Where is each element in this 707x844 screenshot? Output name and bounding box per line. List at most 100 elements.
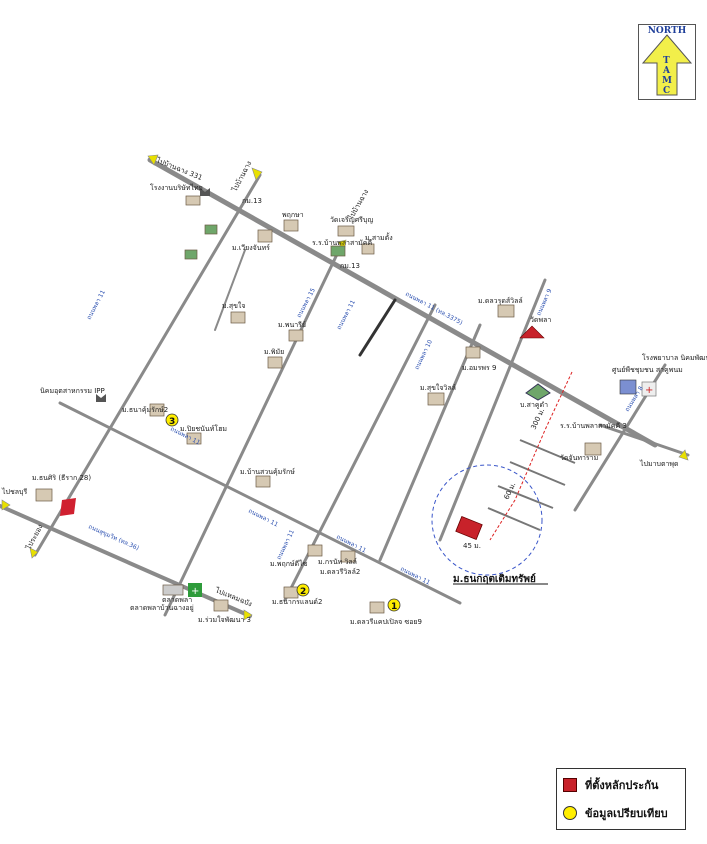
place-label: ม.ดลวรีแคปเปิลจ ซอย9 — [350, 618, 422, 626]
building-icon — [149, 403, 165, 417]
arrow-south-1 — [29, 547, 39, 559]
place-label: วัดจันทาราม — [560, 454, 598, 462]
place-label: ม.อมรพร 9 — [462, 364, 496, 372]
building-icon — [257, 229, 273, 243]
building-icon — [283, 586, 299, 599]
subject-dim-c: 300 ม. — [530, 407, 547, 431]
place-label: ตลาดพลา — [162, 596, 192, 604]
subject-plot — [455, 515, 483, 541]
subject-radius-circle — [431, 464, 543, 576]
building-icon — [427, 392, 445, 406]
road-label: ถนนพลา 11 — [276, 529, 297, 561]
arrow-east — [678, 449, 689, 461]
north-letter-a: A — [662, 66, 671, 76]
comparison-marker-1-label: 1 — [391, 602, 397, 612]
north-letter-t: T — [663, 56, 670, 66]
building-icon — [307, 544, 323, 557]
comparison-marker-1 — [387, 598, 401, 612]
legend-label-comparison: ข้อมูลเปรียบเทียบ — [585, 807, 668, 820]
arrow-north-2 — [251, 167, 263, 181]
north-letters: T A M C — [662, 56, 672, 96]
subject-route — [489, 371, 573, 541]
road-highway-north — [147, 157, 658, 448]
building-icon — [213, 599, 229, 612]
place-label: ม.ร่วมใจพัฒนา 3 — [198, 615, 251, 624]
place-label: ม.ธนากรแลนด์2 — [272, 598, 322, 606]
place-label: ศูนย์พืชชุมชน สาคูพนม — [612, 366, 683, 374]
factory-icon — [200, 188, 210, 196]
road-small-2 — [358, 298, 397, 357]
place-label: ม.กรนัท วิลล์ — [318, 558, 357, 566]
hospital-cross-icon: + — [645, 385, 653, 396]
legend-label-subject: ที่ตั้งหลักประกัน — [585, 779, 659, 792]
place-label: ม.ดลวรีวิลล์2 — [320, 568, 360, 576]
place-label: ม.สุขใจ — [222, 301, 245, 310]
place-label: ไปชลบุรี — [1, 487, 27, 496]
building-icon — [204, 224, 218, 235]
road-phla-9 — [438, 278, 547, 542]
building-icon — [497, 304, 515, 318]
place-label: ม.พิมัย — [264, 348, 284, 356]
soi-1 — [519, 439, 576, 464]
map-legend: ที่ตั้งหลักประกัน ข้อมูลเปรียบเทียบ — [556, 768, 686, 830]
school-icon — [619, 379, 637, 395]
legend-item-comparison: ข้อมูลเปรียบเทียบ — [563, 803, 668, 823]
soi-3 — [497, 485, 554, 509]
legend-item-subject: ที่ตั้งหลักประกัน — [563, 775, 658, 795]
building-icon — [185, 195, 201, 206]
road-right-east — [598, 423, 690, 457]
place-label: กม.13 — [340, 262, 360, 270]
place-label: วัดพลา — [530, 316, 551, 324]
place-label: พฤกษา — [282, 211, 304, 219]
road-label: ถนนพลา 11 — [336, 299, 357, 331]
place-label: ไปบ้านฉาง — [229, 159, 253, 193]
place-label: ตลาดพลาบ้านฉางอยู่ — [130, 604, 194, 612]
north-letter-c: C — [663, 86, 670, 96]
place-label: ม.ธนศิริ (ธีราก 28) — [32, 474, 91, 482]
hospital-icon — [641, 381, 657, 397]
place-label: ม.เวียงจันทร์ — [232, 244, 270, 252]
north-arrow: NORTH T A M C — [638, 24, 696, 100]
place-label: บ.สาคูดำ — [520, 401, 548, 409]
building-icon — [230, 311, 246, 324]
building-icon — [361, 243, 375, 255]
road-left-diagonal — [33, 173, 262, 557]
building-icon — [186, 432, 202, 445]
place-label: ไประยอง — [23, 523, 44, 552]
arrow-west-1 — [1, 499, 11, 511]
subject-label: ม.ธนกฤตเติมทรัพย์ — [453, 573, 536, 585]
north-arrow-shape — [641, 34, 693, 96]
green-roof-icon — [525, 383, 551, 401]
subject-dim-b: 60 ม. — [503, 481, 518, 501]
honda-logo-icon — [60, 498, 76, 516]
road-phla-15 — [163, 246, 342, 617]
building-icon — [35, 488, 53, 502]
building-icon — [465, 346, 481, 359]
place-label: ม.พฤกษ์ดีไซ — [270, 559, 308, 568]
place-label: โรงงานบริษัทไทย — [150, 183, 203, 192]
place-label: กม.13 — [242, 197, 262, 205]
soi-2 — [509, 461, 566, 486]
building-icon — [584, 442, 602, 456]
place-label: ม.สามตั้ง — [365, 231, 393, 242]
legend-swatch-comparison — [563, 806, 577, 820]
place-label: ม.ธนาคุ้มรักษ์2 — [122, 406, 168, 414]
north-letter-m: M — [662, 76, 672, 86]
building-icon — [337, 225, 355, 237]
place-label: โรงพยาบาล นิคมพัฒนา — [642, 353, 707, 362]
place-label: นิคมอุตสาหกรรม IPP — [40, 387, 105, 395]
road-label: ถนนพลา 9 — [535, 288, 553, 317]
comparison-marker-2-label: 2 — [300, 587, 306, 597]
place-label: ม.ปิยชนันท์โฮม — [180, 424, 227, 433]
building-icon — [255, 475, 271, 488]
place-label: ม.บ้านสวนคุ้มรักษ์ — [240, 468, 295, 476]
arrow-north-1 — [147, 154, 159, 166]
road-phla-11-mid — [283, 303, 437, 602]
pharmacy-cross-icon: + — [191, 586, 199, 597]
arrow-south-2 — [243, 609, 253, 621]
pharmacy-icon — [188, 583, 202, 597]
place-label: ร.ร.บ้านพลาสามัคคี — [312, 239, 372, 247]
building-icon — [283, 219, 299, 232]
building-icon — [162, 584, 184, 596]
building-icon — [288, 329, 304, 342]
